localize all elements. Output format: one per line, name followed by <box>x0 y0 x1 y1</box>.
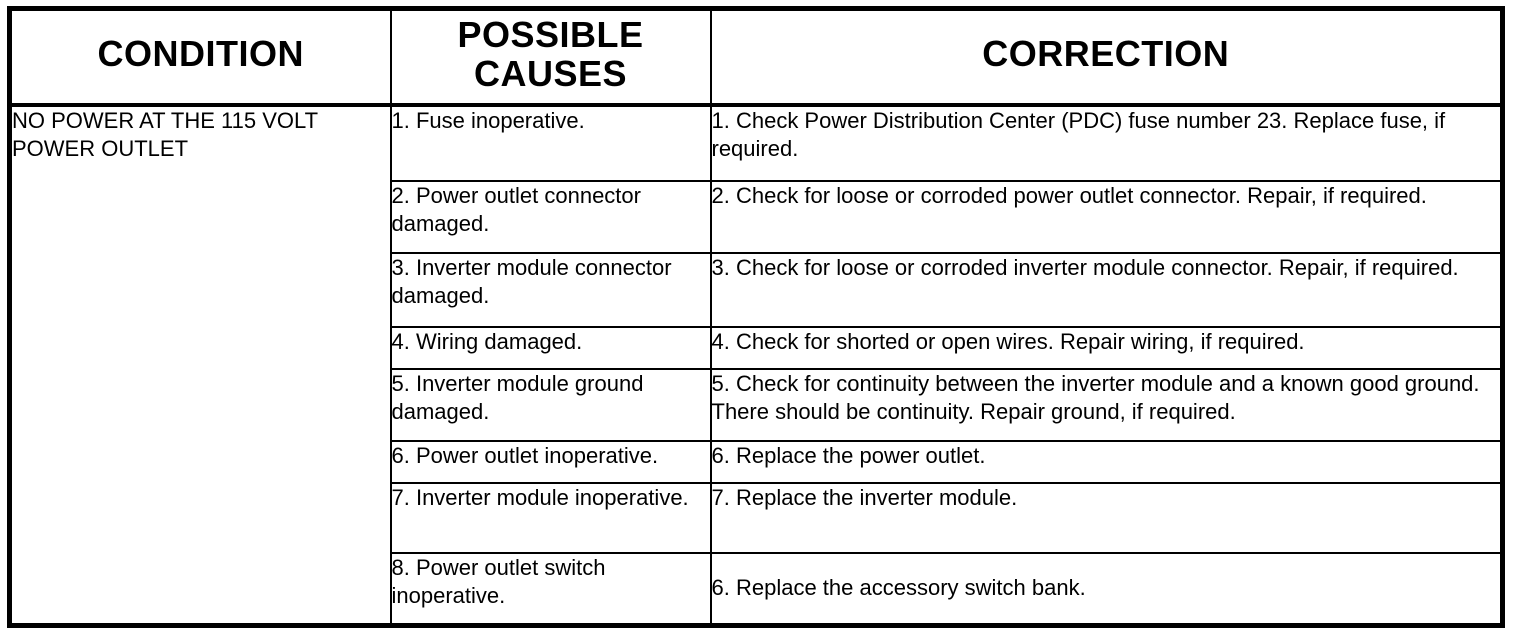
cause-cell-1: 1. Fuse inoperative. <box>389 103 712 182</box>
cause-cell-5: 5. Inverter module ground damaged. <box>389 367 712 442</box>
table-row: 8. Power outlet switch inoperative. 6. R… <box>10 551 1504 627</box>
correction-cell-7: 7. Replace the inverter module. <box>709 481 1504 554</box>
diagnostic-table-container: CONDITION POSSIBLE CAUSES CORRECTION NO … <box>7 6 1505 628</box>
cause-cell-6: 6. Power outlet inoperative. <box>389 439 712 484</box>
cause-cell-3: 3. Inverter module connector damaged. <box>389 251 712 328</box>
correction-cell-6: 6. Replace the power outlet. <box>709 439 1504 484</box>
column-header-correction: CORRECTION <box>709 7 1504 107</box>
table-row: NO POWER AT THE 115 VOLT POWER OUTLET 1.… <box>8 103 1504 627</box>
diagnostic-table: CONDITION POSSIBLE CAUSES CORRECTION NO … <box>7 6 1505 628</box>
correction-cell-5: 5. Check for continuity between the inve… <box>709 367 1504 442</box>
table-row: 5. Inverter module ground damaged. 5. Ch… <box>10 367 1504 442</box>
cause-cell-8: 8. Power outlet switch inoperative. <box>389 551 712 627</box>
correction-cell-3: 3. Check for loose or corroded inverter … <box>709 251 1504 328</box>
table-row: 3. Inverter module connector damaged. 3.… <box>10 251 1504 328</box>
correction-cell-4: 4. Check for shorted or open wires. Repa… <box>709 325 1504 370</box>
cause-cell-4: 4. Wiring damaged. <box>389 325 712 370</box>
correction-cell-1: 1. Check Power Distribution Center (PDC)… <box>709 103 1504 182</box>
table-row: 7. Inverter module inoperative. 7. Repla… <box>10 481 1504 554</box>
table-header-row: CONDITION POSSIBLE CAUSES CORRECTION <box>8 7 1504 107</box>
table-row: 6. Power outlet inoperative. 6. Replace … <box>10 439 1504 484</box>
table-row: 4. Wiring damaged. 4. Check for shorted … <box>10 325 1504 370</box>
column-header-condition: CONDITION <box>8 7 392 107</box>
correction-cell-2: 2. Check for loose or corroded power out… <box>709 179 1504 254</box>
cause-cell-7: 7. Inverter module inoperative. <box>389 481 712 554</box>
correction-cell-8: 6. Replace the accessory switch bank. <box>709 551 1504 627</box>
cause-cell-2: 2. Power outlet connector damaged. <box>389 179 712 254</box>
table-row: 2. Power outlet connector damaged. 2. Ch… <box>10 179 1504 254</box>
condition-cell: NO POWER AT THE 115 VOLT POWER OUTLET <box>8 103 392 627</box>
column-header-possible-causes: POSSIBLE CAUSES <box>389 7 712 107</box>
